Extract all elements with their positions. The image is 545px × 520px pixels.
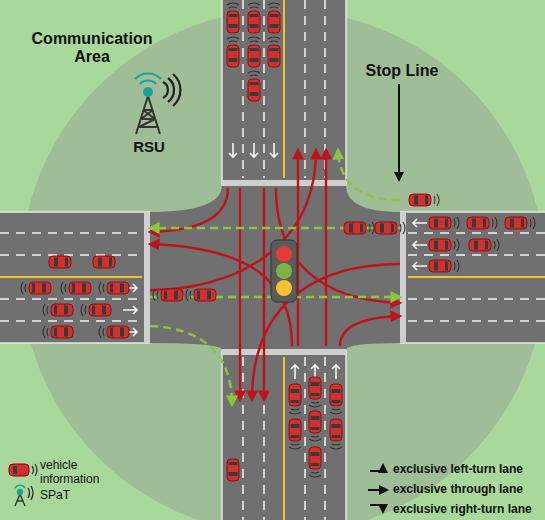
vehicle: [309, 377, 321, 407]
lane-arrow: [229, 143, 237, 157]
legend-text: vehicle information: [40, 459, 115, 487]
lane-arrow: [270, 143, 278, 157]
rsu-label: RSU: [128, 138, 170, 155]
stop-line-label: Stop Line: [362, 62, 442, 80]
vehicle: [153, 289, 183, 301]
lane-arrow: [413, 241, 427, 249]
vehicle: [467, 217, 497, 229]
lane-divider: [304, 0, 306, 178]
rsu-tower: [135, 73, 180, 134]
vehicle: [186, 289, 216, 301]
vehicle: [248, 71, 260, 101]
center-line: [0, 276, 142, 278]
vehicle: [289, 384, 301, 414]
trajectory: [263, 188, 265, 400]
lane-arrow: [332, 365, 340, 379]
vehicle: [375, 222, 405, 234]
trajectory-dashed: [150, 326, 232, 405]
lane-divider: [0, 232, 142, 234]
lane-arrow: [123, 306, 137, 314]
lane-divider: [263, 0, 265, 178]
lane-arrow: [413, 219, 427, 227]
legend-text: exclusive right-turn lane: [393, 503, 541, 517]
center-line: [283, 357, 285, 520]
stop-line-pointer: [398, 84, 400, 180]
trajectory: [150, 150, 316, 290]
trajectory: [239, 188, 241, 400]
vehicle: [248, 37, 260, 67]
trajectory: [325, 150, 327, 346]
vehicle: [43, 326, 73, 338]
vehicle: [505, 217, 535, 229]
center-line: [408, 276, 545, 278]
vehicle: [469, 239, 499, 251]
vehicle: [99, 282, 129, 294]
vehicle: [309, 411, 321, 441]
vehicle: [429, 217, 459, 229]
vehicle: [429, 239, 459, 251]
area-label: Communication Area: [22, 30, 162, 67]
vehicles: [21, 3, 535, 481]
trajectory-dashed: [338, 150, 400, 200]
vehicle: [429, 260, 459, 272]
vehicle: [99, 326, 129, 338]
lane-divider: [408, 320, 545, 322]
stop-line: [144, 212, 150, 343]
lane-divider: [408, 298, 545, 300]
vehicle: [268, 37, 280, 67]
vehicle: [309, 447, 321, 477]
lane-divider: [0, 298, 142, 300]
trajectory: [340, 316, 400, 346]
vehicle: [21, 282, 51, 294]
stop-line: [222, 180, 346, 186]
lane-divider: [0, 320, 142, 322]
trajectories: [150, 150, 400, 405]
lane-divider: [242, 357, 244, 520]
lane-arrow: [250, 143, 258, 157]
vehicle: [61, 282, 91, 294]
vehicle: [227, 37, 239, 67]
stop-line: [400, 212, 406, 343]
vehicle: [330, 419, 342, 449]
vehicle: [344, 222, 374, 234]
lane-arrow: [413, 262, 427, 270]
lane-divider: [304, 357, 306, 520]
vehicle: [289, 419, 301, 449]
legend-text: SPaT: [40, 489, 100, 503]
traffic-light: [271, 240, 297, 302]
lane-divider: [408, 232, 545, 234]
lane-divider: [242, 0, 244, 178]
lane-arrow: [291, 365, 299, 379]
center-line: [283, 0, 285, 178]
vehicle: [81, 304, 111, 316]
lane-divider: [324, 357, 326, 520]
legend-text: exclusive through lane: [393, 483, 541, 497]
vehicle: [248, 3, 260, 33]
lane-divider: [408, 254, 545, 256]
vehicle: [227, 3, 239, 33]
trajectory: [150, 188, 228, 232]
vehicle: [43, 304, 73, 316]
vehicle: [49, 256, 71, 268]
lane-divider: [0, 254, 142, 256]
vehicle: [227, 459, 239, 481]
vehicle: [409, 194, 439, 206]
legend-text: exclusive left-turn lane: [393, 463, 541, 477]
vehicle: [93, 256, 115, 268]
vehicle: [330, 384, 342, 414]
vehicle: [268, 3, 280, 33]
